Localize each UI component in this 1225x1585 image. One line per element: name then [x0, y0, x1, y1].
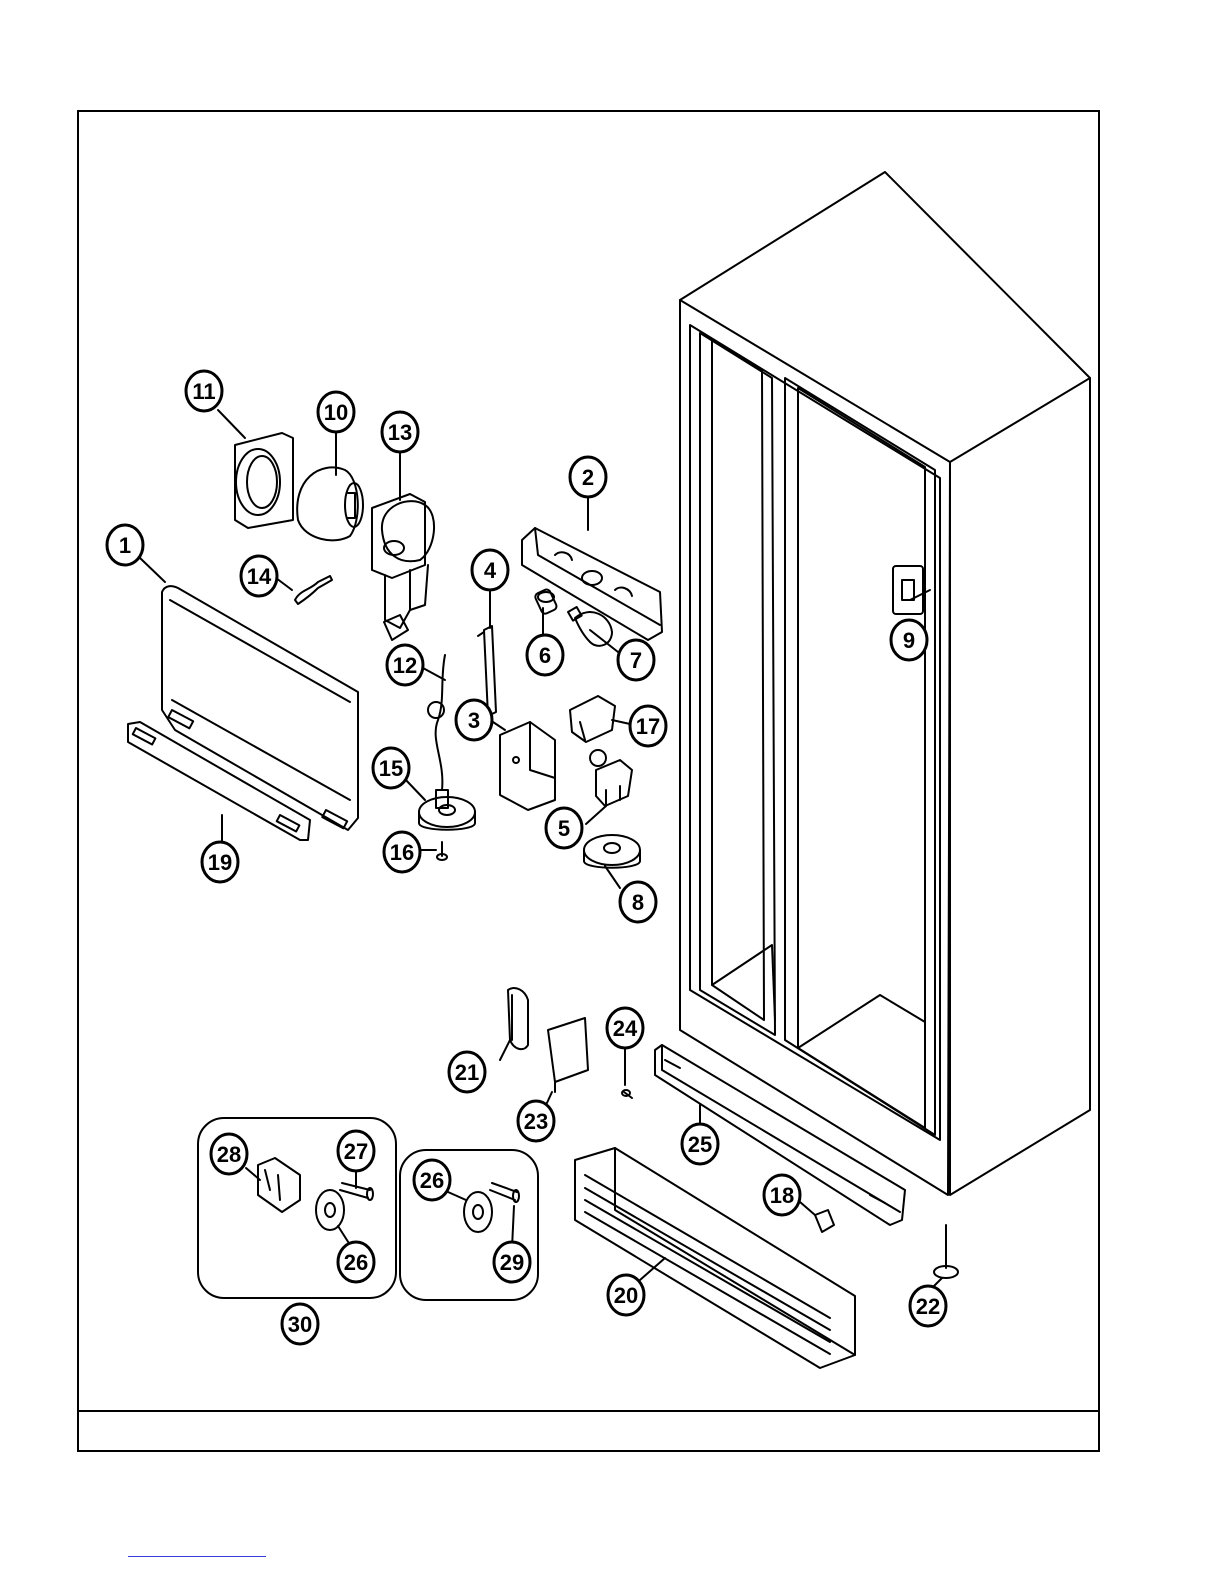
part-11-mounting-plate	[235, 433, 293, 528]
callout-29: 29	[494, 1242, 530, 1282]
part-18-clip	[815, 1210, 834, 1232]
part-3-switch-bracket	[500, 722, 555, 810]
part-13-motor-assembly	[372, 494, 434, 640]
part-16-screw	[437, 842, 447, 860]
callout-number: 25	[688, 1132, 712, 1157]
callout-24: 24	[607, 1008, 643, 1048]
part-12-wire-harness	[428, 655, 448, 808]
callout-number: 14	[247, 564, 272, 589]
part-23-plate	[548, 1018, 588, 1092]
callout-number: 12	[393, 653, 417, 678]
callout-number: 28	[217, 1142, 241, 1167]
callout-28: 28	[211, 1134, 247, 1174]
part-6-lamp-socket	[534, 588, 558, 615]
callout-3: 3	[456, 700, 492, 740]
callout-number: 8	[632, 890, 644, 915]
callout-number: 7	[630, 648, 642, 673]
callout-number: 18	[770, 1183, 794, 1208]
callout-8: 8	[620, 882, 656, 922]
callout-7: 7	[618, 640, 654, 680]
callout-number: 24	[613, 1016, 638, 1041]
part-28-roller-bracket	[258, 1158, 300, 1212]
part-26-roller-a	[316, 1190, 344, 1230]
callout-22: 22	[910, 1286, 946, 1326]
callout-number: 26	[420, 1168, 444, 1193]
callout-number: 29	[500, 1250, 524, 1275]
callout-number: 26	[344, 1250, 368, 1275]
switch-9-shape	[893, 566, 923, 614]
callout-number: 1	[119, 533, 131, 558]
callout-number: 20	[614, 1283, 638, 1308]
callout-6: 6	[527, 635, 563, 675]
callout-number: 30	[288, 1312, 312, 1337]
callout-number: 21	[455, 1060, 479, 1085]
part-22-leveling-leg	[934, 1225, 958, 1278]
callout-2: 2	[570, 457, 606, 497]
part-1-dispenser-door	[162, 586, 358, 830]
callout-number: 3	[468, 708, 480, 733]
callout-11: 11	[186, 371, 222, 411]
callout-number: 5	[558, 816, 570, 841]
part-29-axle	[490, 1183, 519, 1202]
callout-27: 27	[338, 1131, 374, 1171]
callout-26: 26	[338, 1242, 374, 1282]
callout-number: 10	[324, 400, 348, 425]
part-5-switch	[590, 750, 632, 806]
callout-number: 16	[390, 840, 414, 865]
part-19-trim-strip	[128, 722, 310, 840]
callout-number: 11	[192, 379, 215, 404]
callout-number: 17	[636, 714, 660, 739]
part-10-housing	[297, 467, 363, 540]
callout-14: 14	[241, 556, 277, 596]
part-7-bulb	[568, 607, 612, 646]
callout-number: 4	[484, 558, 497, 583]
callout-5: 5	[546, 808, 582, 848]
callout-9: 9	[891, 620, 927, 660]
callout-19: 19	[202, 842, 238, 882]
callout-number: 2	[582, 465, 594, 490]
callout-20: 20	[608, 1275, 644, 1315]
callout-26: 26	[414, 1160, 450, 1200]
callout-15: 15	[373, 748, 409, 788]
callout-4: 4	[472, 550, 508, 590]
callout-12: 12	[387, 645, 423, 685]
callout-number: 6	[539, 643, 551, 668]
callout-23: 23	[518, 1101, 554, 1141]
callout-number: 9	[903, 628, 915, 653]
part-14-clip	[295, 576, 332, 604]
leader-lines	[140, 410, 942, 1290]
callout-21: 21	[449, 1052, 485, 1092]
callout-17: 17	[630, 706, 666, 746]
part-20-toe-grille	[575, 1148, 855, 1368]
callout-1: 1	[107, 525, 143, 565]
part-8-disc	[584, 835, 640, 868]
callout-10: 10	[318, 392, 354, 432]
callout-30: 30	[282, 1304, 318, 1344]
callout-13: 13	[382, 412, 418, 452]
callout-number: 27	[344, 1139, 368, 1164]
part-26-roller-b	[464, 1192, 492, 1232]
part-17-actuator	[570, 696, 615, 742]
callout-25: 25	[682, 1124, 718, 1164]
callout-number: 19	[208, 850, 232, 875]
callout-number: 22	[916, 1294, 940, 1319]
refrigerator-cabinet	[680, 172, 1090, 1195]
part-24-screw	[622, 1090, 632, 1098]
callout-16: 16	[384, 832, 420, 872]
callout-number: 13	[388, 420, 412, 445]
callout-number: 15	[379, 756, 403, 781]
callout-18: 18	[764, 1175, 800, 1215]
callout-number: 23	[524, 1109, 548, 1134]
